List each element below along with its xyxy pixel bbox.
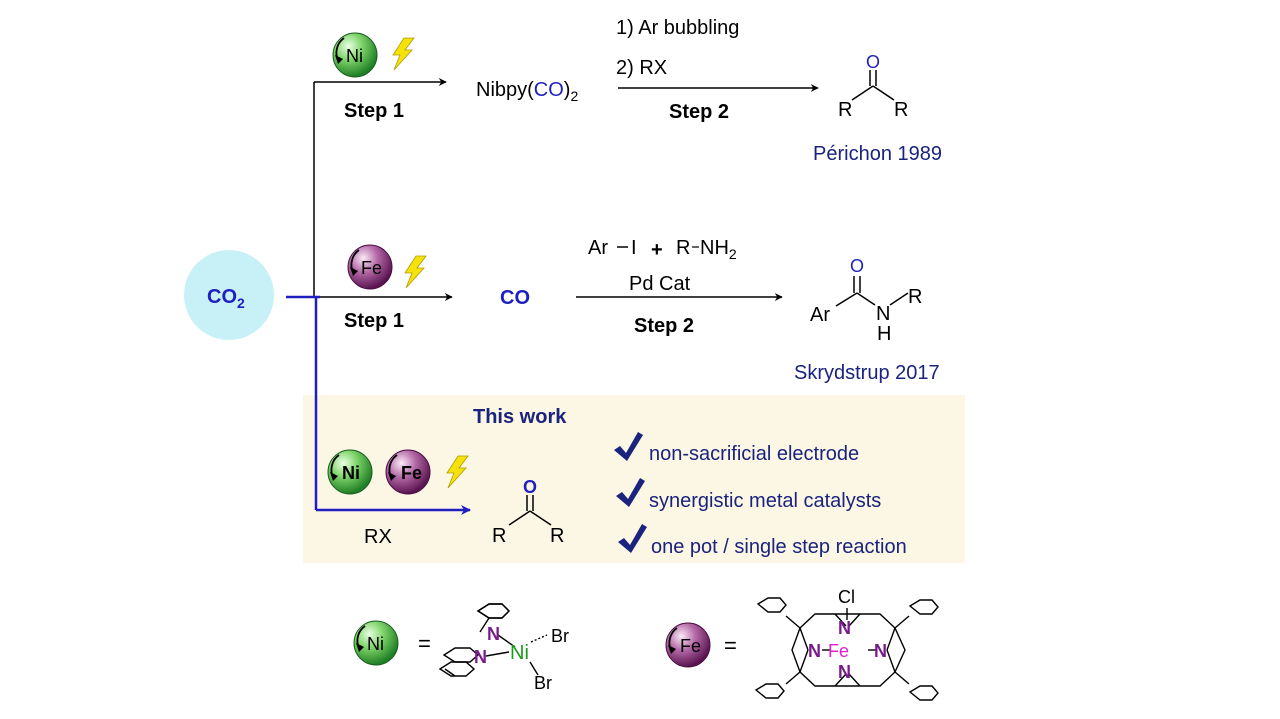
nibpy-structure — [438, 603, 548, 677]
svg-text:one pot / single step reaction: one pot / single step reaction — [651, 536, 907, 558]
svg-text:+: + — [651, 239, 663, 261]
this-work-ni-sphere: Ni — [327, 449, 373, 495]
porphyrin-metal: Fe — [828, 641, 849, 661]
porphyrin-n-left: N — [808, 641, 821, 661]
route2-conditions: Ar I + R NH2 — [588, 237, 737, 262]
svg-text:R: R — [908, 286, 922, 308]
svg-text:Fe: Fe — [401, 463, 422, 483]
this-work-fe-sphere: Fe — [385, 449, 431, 495]
nibpy-br2: Br — [534, 673, 552, 693]
svg-text:N: N — [876, 303, 890, 325]
nibpy-n2: N — [474, 647, 487, 667]
this-work-title: This work — [473, 406, 567, 428]
svg-text:O: O — [866, 52, 880, 72]
fe-porphyrin-structure — [754, 597, 939, 701]
svg-text:R: R — [492, 525, 506, 547]
route2-amide-product: O Ar N R H — [810, 256, 922, 345]
this-work-reagent: RX — [364, 526, 392, 548]
svg-text:O: O — [523, 477, 537, 497]
route1-step2-label: Step 2 — [669, 101, 729, 123]
benefit-item: non-sacrificial electrode — [614, 432, 859, 465]
benefit-item: one pot / single step reaction — [618, 524, 907, 558]
svg-text:R: R — [838, 99, 852, 121]
nibpy-br1: Br — [551, 626, 569, 646]
ni-catalyst-sphere: Ni — [332, 32, 378, 78]
porphyrin-n-top: N — [838, 618, 851, 638]
svg-text:Ni: Ni — [342, 463, 360, 483]
fe-catalyst-sphere: Fe — [347, 244, 393, 290]
route2-citation: Skrydstrup 2017 — [794, 362, 940, 384]
nibpy-metal: Ni — [510, 642, 529, 664]
porphyrin-n-right: N — [874, 641, 887, 661]
route1-condition-1: 1) Ar bubbling — [616, 17, 739, 39]
route1-condition-2: 2) RX — [616, 57, 667, 79]
this-work-ketone-product: O R R — [492, 477, 564, 547]
lightning-bolt-icon — [392, 37, 415, 71]
route2-step1-label: Step 1 — [344, 310, 404, 332]
svg-text:Ni: Ni — [346, 46, 363, 66]
route1-intermediate: Nibpy(CO)2 — [476, 79, 578, 104]
legend-ni-sphere: Ni — [353, 620, 399, 666]
svg-text:O: O — [850, 256, 864, 276]
legend-fe-equals: = — [724, 633, 737, 658]
route2-intermediate: CO — [500, 287, 530, 309]
svg-text:synergistic metal catalysts: synergistic metal catalysts — [649, 490, 881, 512]
route2-catalyst-condition: Pd Cat — [629, 273, 691, 295]
svg-text:Fe: Fe — [680, 636, 701, 656]
route1-ketone-product: O R R — [838, 52, 908, 121]
branch-lines — [286, 78, 471, 515]
checkmark-icon — [614, 432, 643, 461]
route2-step2-label: Step 2 — [634, 315, 694, 337]
route1-citation: Périchon 1989 — [813, 143, 942, 165]
porphyrin-cl: Cl — [838, 587, 855, 607]
benefit-item: synergistic metal catalysts — [616, 478, 881, 512]
svg-text:Ar: Ar — [810, 304, 830, 326]
svg-text:R: R — [676, 237, 690, 259]
svg-text:R: R — [550, 525, 564, 547]
co2-circle — [184, 250, 274, 340]
svg-text:NH2: NH2 — [700, 237, 737, 262]
route1-step1-label: Step 1 — [344, 100, 404, 122]
svg-text:Ni: Ni — [367, 634, 384, 654]
porphyrin-n-bottom: N — [838, 662, 851, 682]
svg-text:Ar: Ar — [588, 237, 608, 259]
svg-text:H: H — [877, 323, 891, 345]
nibpy-n1: N — [487, 624, 500, 644]
svg-text:I: I — [631, 237, 637, 259]
checkmark-icon — [618, 524, 647, 553]
svg-text:Fe: Fe — [361, 258, 382, 278]
checkmark-icon — [616, 478, 645, 507]
legend-fe-sphere: Fe — [665, 622, 711, 668]
co2-label: CO2 — [207, 286, 245, 311]
svg-text:R: R — [894, 99, 908, 121]
legend-ni-equals: = — [418, 631, 431, 656]
lightning-bolt-icon — [404, 255, 427, 289]
svg-text:non-sacrificial electrode: non-sacrificial electrode — [649, 443, 859, 465]
